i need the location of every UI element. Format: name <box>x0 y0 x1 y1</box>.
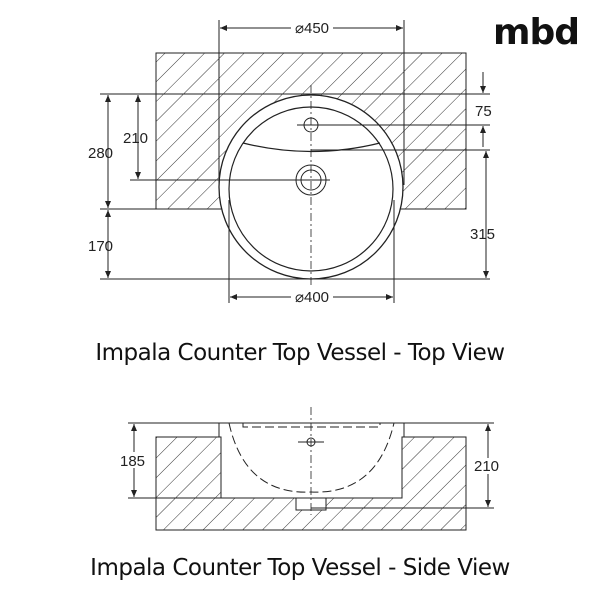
dim-185: 185 <box>120 453 145 470</box>
dim-170: 170 <box>88 238 113 255</box>
dim-outer-diameter: ⌀450 <box>295 20 329 37</box>
brand-logo: mbd <box>493 12 580 53</box>
top-view <box>100 20 490 303</box>
top-view-title: Impala Counter Top Vessel - Top View <box>95 340 505 366</box>
side-view-title: Impala Counter Top Vessel - Side View <box>90 555 510 581</box>
countertop-section <box>155 436 467 531</box>
dim-210: 210 <box>123 130 148 147</box>
dim-inner-diameter: ⌀400 <box>295 289 329 306</box>
dim-280: 280 <box>88 145 113 162</box>
dim-75: 75 <box>475 103 492 120</box>
dim-315: 315 <box>470 226 495 243</box>
side-view <box>128 407 494 531</box>
dim-210-side: 210 <box>474 458 499 475</box>
basin-profile-dashed <box>228 422 395 493</box>
